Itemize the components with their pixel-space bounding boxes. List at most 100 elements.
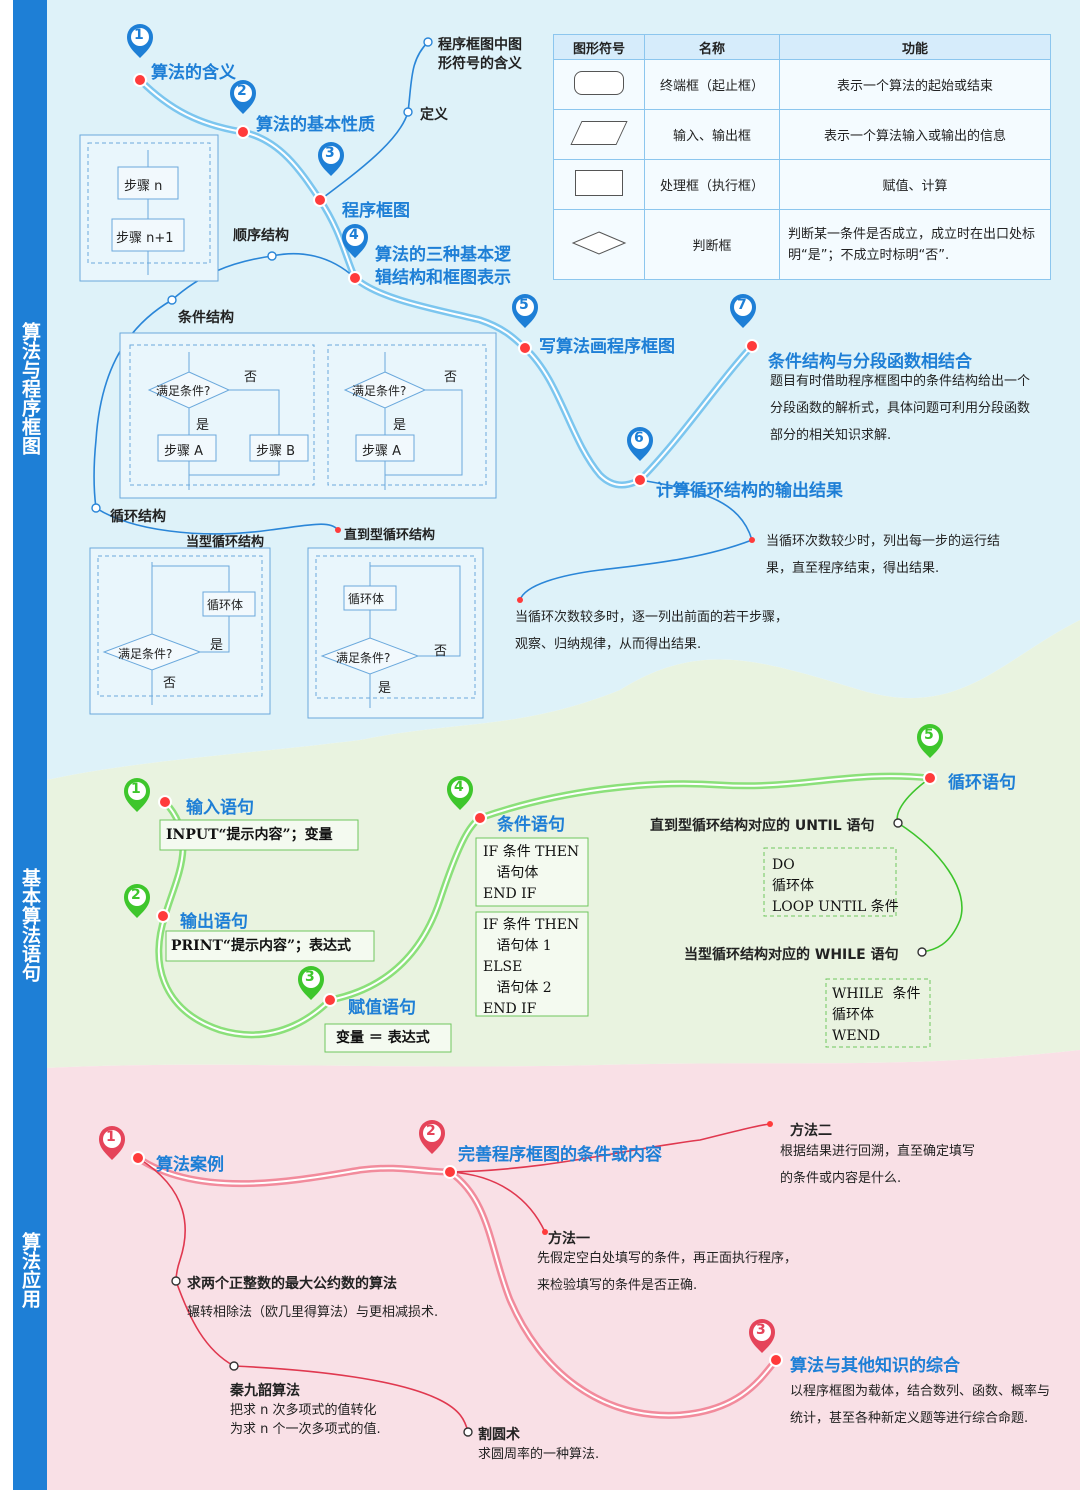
while-code: WHILE 条件 循环体 WEND: [832, 986, 921, 1044]
until-statement-label: 直到型循环结构对应的 UNTIL 语句: [650, 818, 875, 834]
hollow-dots: [91, 37, 927, 1437]
node-flowchart: 程序框图: [342, 201, 410, 221]
table-row-function: 判断某一条件是否成立，成立时在出口处标明“是”；不成立时标明“否”.: [779, 209, 1051, 280]
output-code: PRINT“提示内容”；表达式: [171, 938, 352, 954]
cond-yes: 是: [196, 418, 210, 433]
qin-description-line1: 把求 n 次多项式的值转化: [230, 1403, 377, 1418]
sidebar-label-section2: 基本算法语句: [13, 868, 47, 987]
step-n: 步骤 n: [124, 179, 163, 194]
pins-section3: [99, 1120, 775, 1353]
until-loop-question: 满足条件?: [336, 651, 391, 665]
process-symbol: [553, 159, 645, 210]
cond-no-2: 否: [444, 370, 458, 385]
pin-number: 3: [325, 145, 335, 161]
node-assignment-statement: 赋值语句: [348, 998, 416, 1018]
node-input-statement: 输入语句: [186, 798, 254, 818]
pin-number: 5: [924, 727, 934, 743]
pin-number: 6: [634, 430, 644, 446]
input-code: INPUT“提示内容”；变量: [166, 827, 333, 843]
sequence-structure-label: 顺序结构: [233, 228, 289, 244]
until-code: DO 循环体 LOOP UNTIL 条件: [772, 857, 899, 915]
if-else-code: IF 条件 THEN 语句体 1 ELSE 语句体 2 END IF: [483, 917, 580, 1017]
definition-label: 定义: [420, 107, 448, 123]
when-loop-yes: 是: [210, 638, 224, 653]
method2-title: 方法二: [790, 1123, 832, 1139]
sidebar-label-section3: 算法应用: [13, 1232, 47, 1313]
method2-description: 根据结果进行回溯，直至确定填写的条件或内容是什么.: [780, 1144, 976, 1186]
pin-number: 4: [349, 227, 359, 243]
table-row-name: 输入、输出框: [644, 109, 780, 160]
decision-symbol: [553, 209, 645, 280]
cond-step-a: 步骤 A: [164, 444, 204, 459]
flowchart-symbol-table: 图形符号 名称 功能 终端框（起止框） 表示一个算法的起始或结束 输入、输出框 …: [553, 34, 1051, 280]
node-loop-statement: 循环语句: [948, 773, 1016, 793]
pin-number: 4: [454, 779, 464, 795]
node-three-structures-line1: 算法的三种基本逻: [375, 245, 511, 265]
cond-question-2: 满足条件?: [352, 384, 407, 398]
node-algorithm-properties: 算法的基本性质: [256, 115, 375, 135]
node6-description-many: 当循环次数较多时，逐一列出前面的若干步骤，观察、归纳规律，从而得出结果.: [515, 610, 789, 652]
frame-symbol-meaning-line1: 程序框图中图: [438, 37, 522, 53]
table-row-function: 赋值、计算: [779, 159, 1051, 210]
condition-flowchart: [119, 332, 497, 499]
if-then-code: IF 条件 THEN 语句体 END IF: [483, 844, 580, 902]
table-header-name: 名称: [644, 34, 780, 60]
pin-number: 1: [106, 1129, 116, 1145]
frame-symbol-meaning-line2: 形符号的含义: [438, 56, 522, 72]
pin-number: 1: [131, 781, 141, 797]
condition-structure-label: 条件结构: [178, 310, 234, 326]
cond-step-b: 步骤 B: [256, 444, 296, 459]
table-header-function: 功能: [779, 34, 1051, 60]
until-loop-no: 否: [434, 644, 448, 659]
terminal-symbol: [553, 59, 645, 110]
pin-number: 1: [134, 27, 144, 43]
node-three-structures-line2: 辑结构和框图表示: [375, 268, 511, 288]
cond-step-a-2: 步骤 A: [362, 444, 402, 459]
table-header-symbol: 图形符号: [553, 34, 645, 60]
when-loop-question: 满足条件?: [118, 647, 173, 661]
until-loop-body: 循环体: [348, 592, 385, 606]
gcd-title: 求两个正整数的最大公约数的算法: [187, 1276, 397, 1292]
pin-number: 3: [756, 1322, 766, 1338]
node-condition-statement: 条件语句: [497, 815, 565, 835]
step-n-plus-1: 步骤 n+1: [116, 231, 174, 246]
io-symbol: [553, 109, 645, 160]
method1-title: 方法一: [548, 1231, 590, 1247]
until-loop-flowchart: [307, 547, 484, 719]
node-write-algorithm: 写算法画程序框图: [539, 337, 675, 357]
ge-yuan-title: 割圆术: [478, 1427, 520, 1443]
sidebar-label-section1: 算法与程序框图: [13, 322, 47, 460]
node6-description-few: 当循环次数较少时，列出每一步的运行结果，直至程序结束，得出结果.: [766, 534, 1001, 576]
section3-background: [47, 1050, 1080, 1490]
table-row-name: 终端框（起止框）: [644, 59, 780, 110]
table-row-name: 处理框（执行框）: [644, 159, 780, 210]
qin-title: 秦九韶算法: [230, 1383, 300, 1399]
loop-structure-label: 循环结构: [110, 509, 166, 525]
pin-number: 3: [305, 969, 315, 985]
table-row-function: 表示一个算法输入或输出的信息: [779, 109, 1051, 160]
qin-description-line2: 为求 n 个一次多项式的值.: [230, 1422, 381, 1437]
pins-section1: [127, 24, 756, 461]
pin-number: 5: [519, 297, 529, 313]
node-algorithm-cases: 算法案例: [156, 1155, 224, 1175]
node-complete-flowchart: 完善程序框图的条件或内容: [458, 1145, 662, 1165]
pin-number: 2: [131, 887, 141, 903]
node-condition-piecewise: 条件结构与分段函数相结合: [768, 352, 972, 372]
node-output-statement: 输出语句: [180, 912, 248, 932]
node-loop-output: 计算循环结构的输出结果: [656, 481, 843, 501]
pin-number: 2: [426, 1123, 436, 1139]
section3-connectors: [137, 1123, 771, 1433]
node-comprehensive: 算法与其他知识的综合: [790, 1356, 960, 1376]
assignment-code: 变量 ＝ 表达式: [336, 1030, 430, 1046]
table-row-function: 表示一个算法的起始或结束: [779, 59, 1051, 110]
until-loop-yes: 是: [378, 681, 392, 696]
when-loop-flowchart: [89, 547, 271, 715]
cond-no: 否: [244, 370, 258, 385]
cond-question: 满足条件?: [156, 384, 211, 398]
ge-yuan-description: 求圆周率的一种算法.: [478, 1447, 600, 1462]
section2-code-boxes: [159, 819, 931, 1053]
section2-road: [155, 772, 931, 1039]
until-loop-label: 直到型循环结构: [344, 528, 436, 543]
pin-number: 7: [737, 297, 747, 313]
while-statement-label: 当型循环结构对应的 WHILE 语句: [684, 947, 899, 963]
